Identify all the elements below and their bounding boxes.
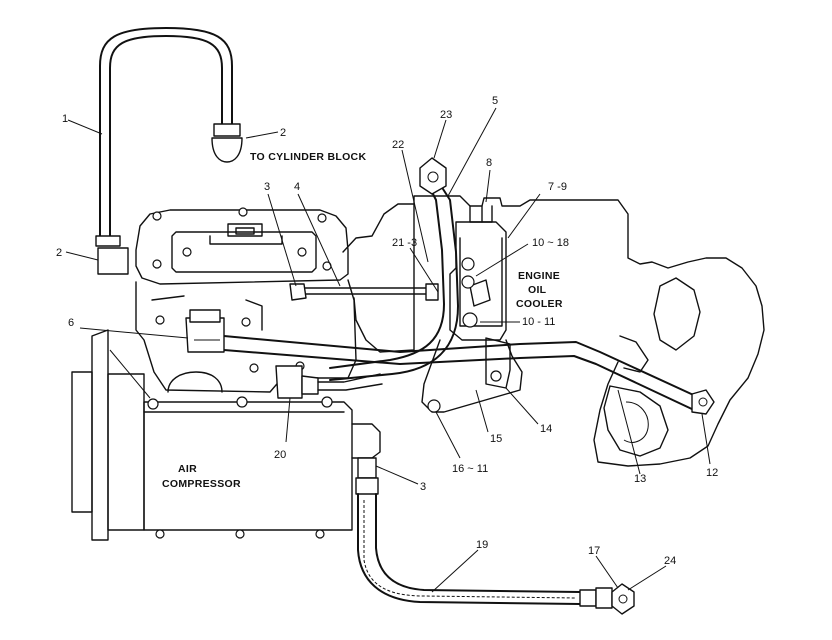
callout-15: 15	[490, 433, 502, 445]
mounting-bracket	[421, 279, 523, 413]
engine-block	[342, 195, 765, 467]
callout-2-left: 2	[56, 247, 62, 259]
label-air: AIR	[178, 463, 197, 475]
callout-10-18: 10 ~ 18	[532, 237, 569, 249]
callout-3-top: 3	[264, 181, 270, 193]
callout-24: 24	[664, 555, 676, 567]
text-labels: TO CYLINDER BLOCK ENGINE OIL COOLER AIR …	[162, 151, 563, 490]
engine-oil-cooler	[449, 205, 507, 341]
callout-13: 13	[634, 473, 646, 485]
callout-3-bottom: 3	[420, 481, 426, 493]
label-oil: OIL	[528, 284, 547, 296]
callout-22: 22	[392, 139, 404, 151]
elbow-fitting-6	[185, 309, 225, 353]
tube-assembly-1	[95, 27, 243, 275]
callout-14: 14	[540, 423, 552, 435]
cylinder-head-bolts	[152, 207, 332, 393]
callout-6: 6	[68, 317, 74, 329]
air-compressor-body	[71, 329, 381, 541]
callout-5: 5	[492, 95, 498, 107]
callout-21-3: 21 -3	[392, 237, 417, 249]
fitting-20	[275, 365, 383, 399]
callout-8: 8	[486, 157, 492, 169]
callout-4: 4	[294, 181, 300, 193]
callout-2-top: 2	[280, 127, 286, 139]
label-cooler: COOLER	[516, 298, 563, 310]
callout-17: 17	[588, 545, 600, 557]
callout-16-11: 16 ~ 11	[452, 463, 488, 475]
callout-20: 20	[274, 449, 286, 461]
callout-1: 1	[62, 113, 68, 125]
callout-10-11: 10 - 11	[522, 316, 555, 328]
callout-7-9: 7 -9	[548, 181, 567, 193]
label-compressor: COMPRESSOR	[162, 478, 241, 490]
cooler-bolts	[427, 257, 502, 413]
compressor-cylinder-head	[135, 209, 357, 393]
callout-23: 23	[440, 109, 452, 121]
callout-numbers: 1 2 2 3 4 23 5 22 8 7 -9 21 -3 10 ~ 18 1…	[56, 95, 718, 567]
hose-assembly-19	[355, 457, 635, 615]
tube-assembly-12	[223, 335, 715, 415]
leader-lines	[65, 107, 711, 593]
callout-19: 19	[476, 539, 488, 551]
callout-12: 12	[706, 467, 718, 479]
label-to-cylinder-block: TO CYLINDER BLOCK	[250, 151, 366, 163]
tube-assembly-4	[289, 283, 439, 301]
label-engine: ENGINE	[518, 270, 560, 282]
